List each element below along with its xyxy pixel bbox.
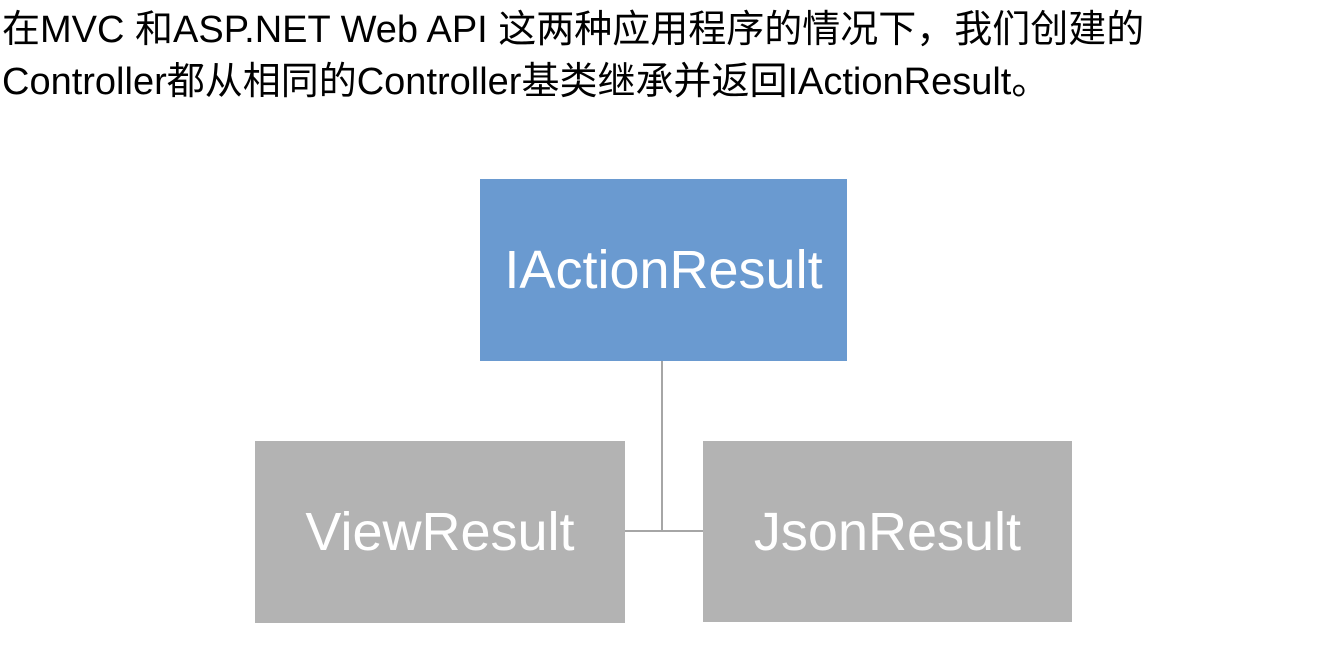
paragraph-line-2: Controller都从相同的Controller基类继承并返回IActionR… (2, 61, 1050, 103)
description-paragraph: 在MVC 和ASP.NET Web API 这两种应用程序的情况下，我们创建的 … (2, 4, 1336, 108)
diagram-node-jsonresult: JsonResult (703, 441, 1072, 622)
paragraph-line-1: 在MVC 和ASP.NET Web API 这两种应用程序的情况下，我们创建的 (2, 9, 1145, 51)
diagram-node-label: ViewResult (305, 502, 575, 562)
diagram-node-label: IActionResult (504, 240, 823, 300)
diagram-node-iactionresult: IActionResult (480, 179, 847, 361)
diagram-node-label: JsonResult (753, 501, 1022, 562)
connector-horizontal-line (625, 530, 703, 532)
connector-vertical-line (661, 361, 663, 532)
diagram-node-viewresult: ViewResult (255, 441, 625, 623)
